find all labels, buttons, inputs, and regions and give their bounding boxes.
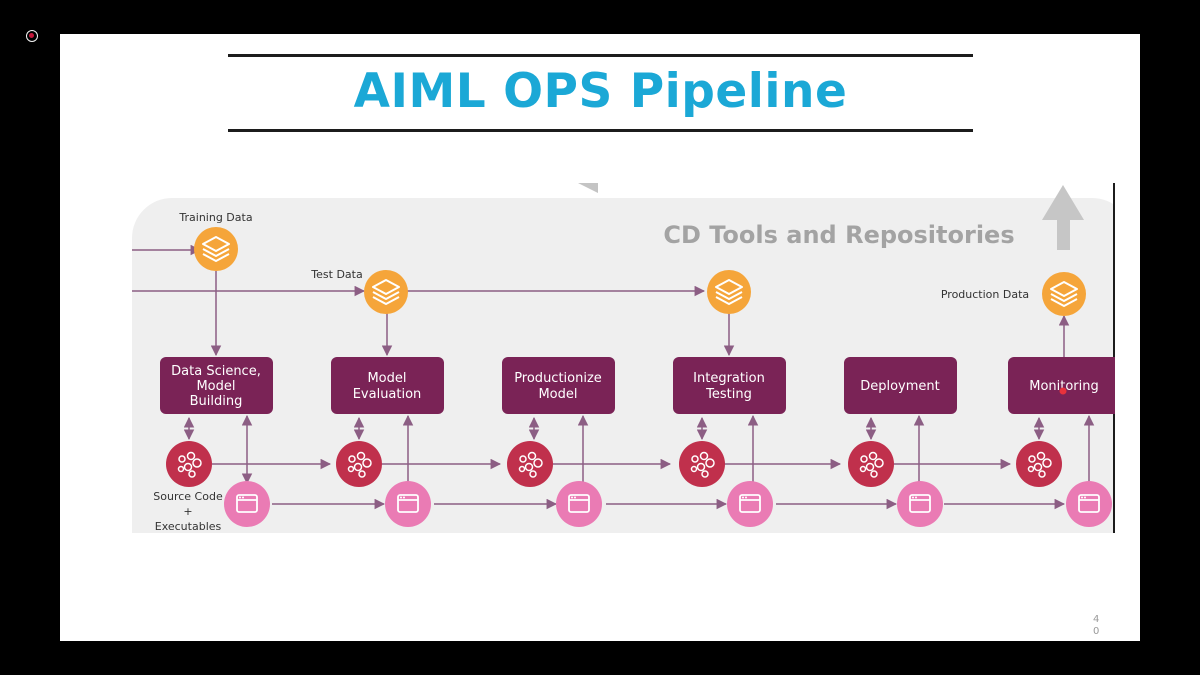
stage-label-line: Integration xyxy=(693,371,765,386)
panel-title: CD Tools and Repositories xyxy=(663,221,1014,249)
test-data-label: Test Data xyxy=(310,268,362,281)
stage-label-line: Model xyxy=(538,387,577,402)
source-code-node xyxy=(848,441,894,487)
artifact-node xyxy=(1066,481,1112,527)
stage-label-line: Monitoring xyxy=(1029,379,1099,394)
source-code-node xyxy=(679,441,725,487)
stage-productionize-model: Productionize Model xyxy=(502,357,615,414)
production-data-label: Production Data xyxy=(941,288,1029,301)
page-number: 40 xyxy=(1093,614,1100,637)
source-code-node xyxy=(166,441,212,487)
stage-label-line: Model xyxy=(196,379,235,394)
pointer-cursor xyxy=(1059,387,1067,395)
stage-model-evaluation: Model Evaluation xyxy=(331,357,444,414)
source-code-node xyxy=(507,441,553,487)
artifact-node xyxy=(224,481,270,527)
source-code-line: Executables xyxy=(155,520,222,533)
training-data-label: Training Data xyxy=(178,211,252,224)
production-data-node xyxy=(1042,272,1086,316)
artifact-node xyxy=(897,481,943,527)
stage-monitoring: Monitoring xyxy=(1008,357,1115,414)
title-bottom-rule xyxy=(228,129,973,132)
source-code-line: Source Code xyxy=(153,490,223,503)
integration-data-node xyxy=(707,270,751,314)
stage-label-line: Evaluation xyxy=(353,387,422,402)
up-arrow-icon xyxy=(1042,185,1084,250)
stage-label-line: Deployment xyxy=(860,379,940,394)
stage-label-line: Data Science, xyxy=(171,364,261,379)
recording-indicator xyxy=(26,30,38,42)
stage-deployment: Deployment xyxy=(844,357,957,414)
stage-label-line: Model xyxy=(367,371,406,386)
title-top-rule xyxy=(228,54,973,57)
stage-label-line: Productionize xyxy=(514,371,602,386)
source-code-label: Source Code + Executables xyxy=(153,490,223,533)
panel-corner-mark xyxy=(578,183,598,193)
artifact-node xyxy=(385,481,431,527)
stage-label-line: Testing xyxy=(705,387,752,402)
source-code-node xyxy=(336,441,382,487)
stage-integration-testing: Integration Testing xyxy=(673,357,786,414)
source-code-node xyxy=(1016,441,1062,487)
source-code-line: + xyxy=(183,505,192,518)
stage-data-science: Data Science, Model Building xyxy=(160,357,273,414)
pipeline-diagram: CD Tools and Repositories Training Data … xyxy=(132,183,1115,533)
stage-label-line: Building xyxy=(190,394,243,409)
artifact-node xyxy=(727,481,773,527)
test-data-node xyxy=(364,270,408,314)
slide-title: AIML OPS Pipeline xyxy=(353,64,848,119)
artifact-node xyxy=(556,481,602,527)
training-data-node xyxy=(194,227,238,271)
